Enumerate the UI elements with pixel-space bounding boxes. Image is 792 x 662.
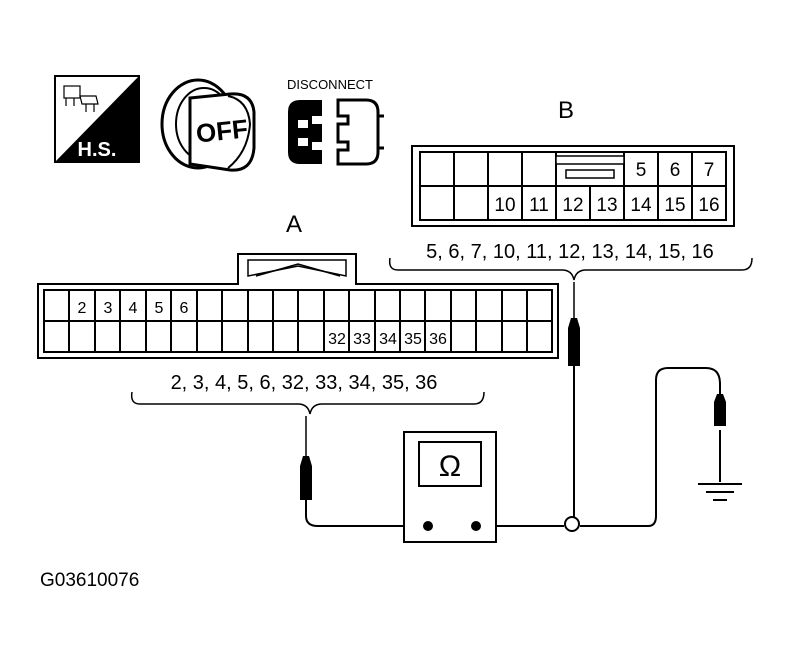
hand-sensor-icon: H.S. <box>54 75 140 163</box>
wire-junction <box>564 516 580 532</box>
pin-label: 13 <box>596 195 617 216</box>
probe-connector-a <box>300 416 312 506</box>
pin-label: 5 <box>155 300 164 317</box>
connector-a-grid <box>44 290 552 352</box>
ground-icon <box>698 483 742 501</box>
pin-label: 4 <box>129 300 138 317</box>
pin-label: 15 <box>664 195 685 216</box>
connector-b-lock <box>555 155 625 165</box>
probe-ground <box>714 394 726 426</box>
connector-a-pin-list: 2, 3, 4, 5, 6, 32, 33, 34, 35, 36 <box>171 372 438 394</box>
disconnect-label: DISCONNECT <box>287 77 373 92</box>
pin-label: 7 <box>704 160 715 181</box>
pin-label: 6 <box>180 300 189 317</box>
disconnect-icon: DISCONNECT <box>287 77 384 166</box>
ohm-symbol-icon: Ω <box>439 450 461 483</box>
connector-b-grid <box>420 152 726 220</box>
ignition-off-icon: OFF <box>160 78 256 172</box>
pin-label: 2 <box>78 300 87 317</box>
connector-a: A 2 3 4 <box>37 211 559 415</box>
seat-icon <box>63 85 99 112</box>
test-wires <box>305 367 721 527</box>
connector-b-label: B <box>558 97 574 124</box>
hs-label: H.S. <box>78 139 117 161</box>
connector-b-pin-list: 5, 6, 7, 10, 11, 12, 13, 14, 15, 16 <box>426 241 714 263</box>
pin-label: 5 <box>636 160 647 181</box>
pin-label: 35 <box>404 331 422 348</box>
connector-b-brace <box>388 257 753 281</box>
pin-label: 14 <box>630 195 652 216</box>
pin-label: 6 <box>670 160 681 181</box>
pin-label: 3 <box>104 300 113 317</box>
connector-b-latch <box>565 169 615 179</box>
pin-label: 32 <box>328 331 346 348</box>
connector-a-label: A <box>286 211 302 238</box>
pin-label: 11 <box>529 195 549 216</box>
connector-b: B 5 6 7 10 11 12 13 14 15 16 5, 6 <box>388 97 753 281</box>
meter-display <box>418 441 482 487</box>
ohmmeter: Ω <box>403 431 497 543</box>
meter-terminal-left <box>423 521 433 531</box>
pin-label: 34 <box>379 331 397 348</box>
pin-label: 10 <box>494 195 515 216</box>
probe-connector-b <box>568 282 580 374</box>
pin-label: 33 <box>353 331 371 348</box>
connector-a-brace <box>130 391 485 415</box>
pin-label: 36 <box>429 331 447 348</box>
meter-terminal-right <box>471 521 481 531</box>
off-label: OFF <box>194 113 249 148</box>
pin-label: 12 <box>562 195 583 216</box>
pin-label: 16 <box>698 195 719 216</box>
figure-id: G03610076 <box>40 570 139 591</box>
